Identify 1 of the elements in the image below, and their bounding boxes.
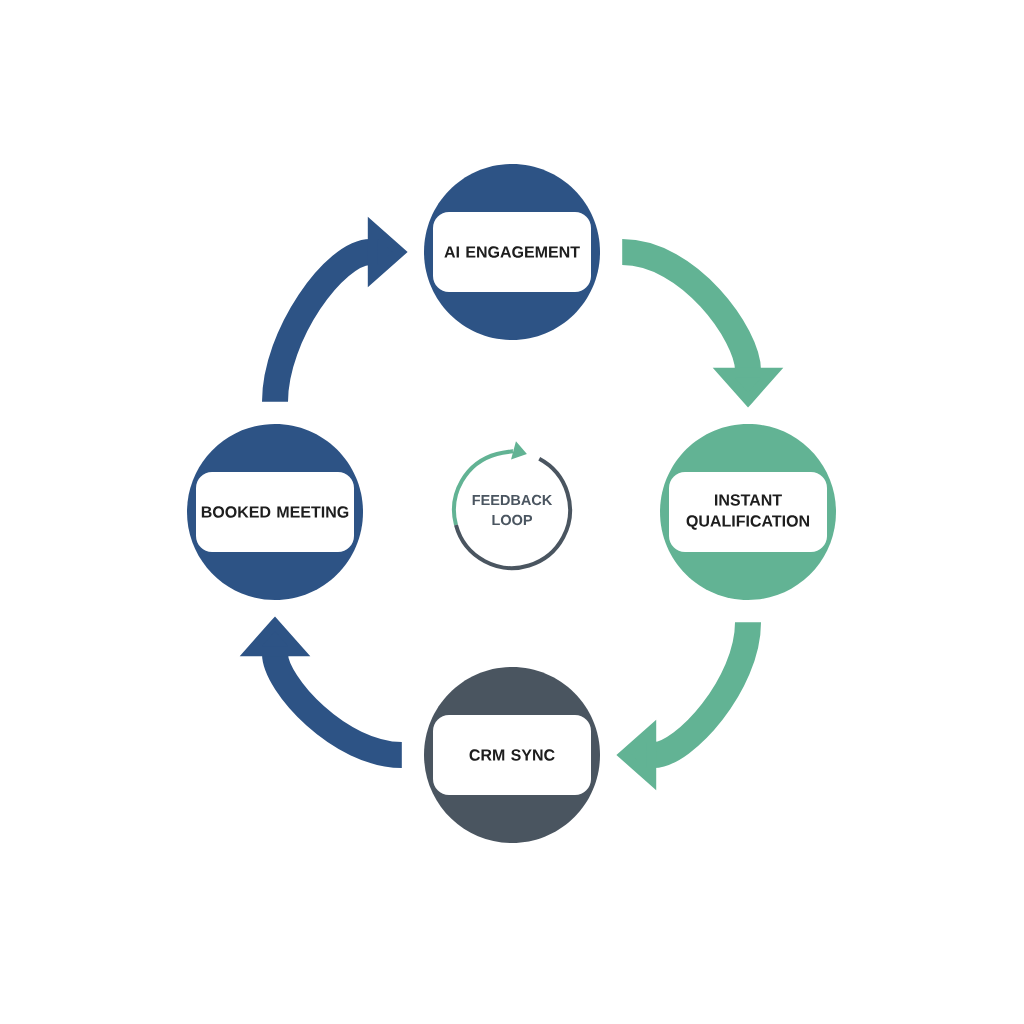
feedback-loop-label: FEEDBACK LOOP	[472, 494, 553, 526]
